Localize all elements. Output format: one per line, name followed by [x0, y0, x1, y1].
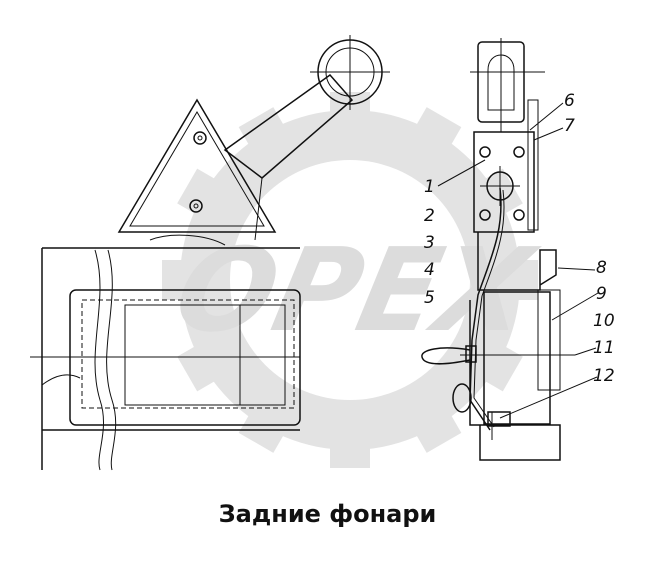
callout-5: 5	[424, 288, 435, 308]
callout-9: 9	[596, 284, 607, 304]
callout-8: 8	[596, 258, 607, 278]
watermark-text: ОРЕХ	[164, 224, 547, 358]
callouts: 1 2 3 4 5 6 7 8 9 10 11 12	[424, 91, 615, 386]
watermark-gear	[162, 92, 538, 468]
callout-6: 6	[564, 91, 575, 111]
callout-3: 3	[424, 233, 435, 253]
callout-12: 12	[593, 366, 615, 386]
callout-11: 11	[593, 338, 615, 358]
leader-lines	[437, 102, 599, 419]
right-view	[421, 38, 575, 461]
callout-10: 10	[593, 311, 615, 331]
callout-4: 4	[424, 260, 435, 280]
figure-caption: Задние фонари	[218, 500, 437, 528]
callout-1: 1	[424, 177, 435, 197]
callout-2: 2	[424, 206, 435, 226]
left-view	[30, 35, 390, 471]
callout-7: 7	[564, 116, 575, 136]
